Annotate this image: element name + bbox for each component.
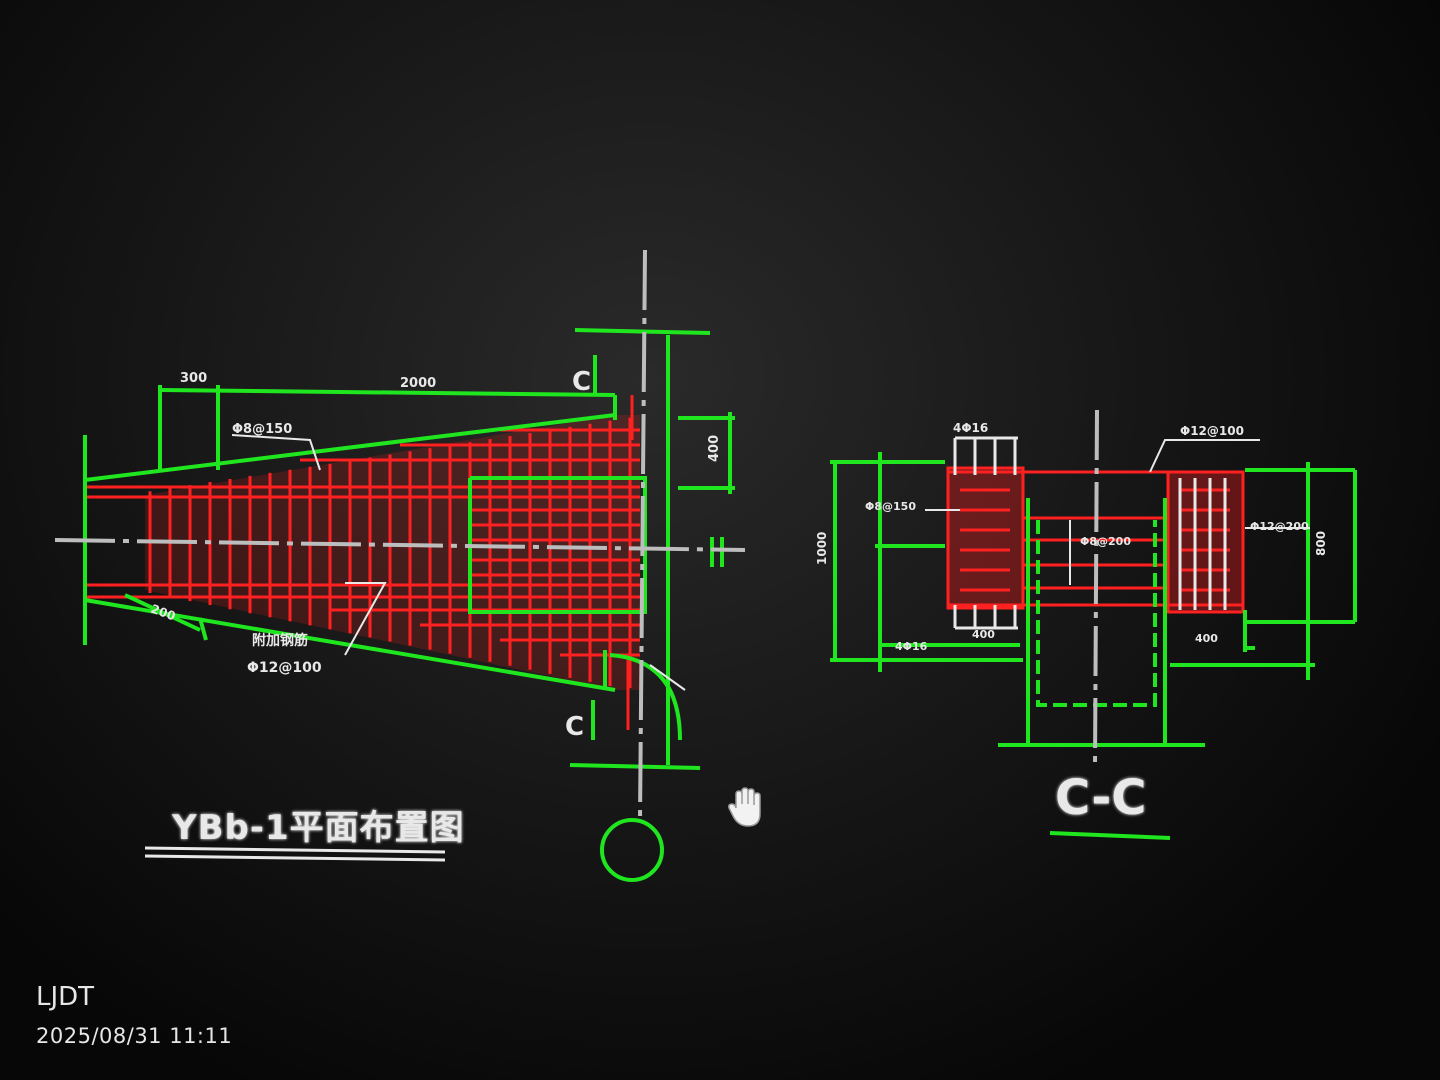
plan-dim-right: 400: [707, 435, 722, 462]
section-note-center: Φ8@200: [1080, 535, 1131, 548]
section-axis: [1093, 409, 1099, 766]
cut-label-bottom: C: [565, 712, 584, 742]
section-note-bottom-right: 400: [1195, 632, 1218, 645]
plan-drawing: 300 2000 Φ8@150 附加钢筋 Φ12@100 200 400 C C: [54, 249, 746, 882]
plan-dim-top-left: 300: [180, 371, 207, 386]
section-outline: [830, 452, 1357, 840]
cut-label-top: C: [572, 367, 591, 397]
plan-axes: [54, 249, 746, 821]
plan-note-bottom-rebar-2: Φ12@100: [247, 660, 322, 676]
photo-watermark: LJDT 2025/08/31 11:11: [36, 982, 232, 1048]
section-leaders: [925, 439, 1310, 585]
section-dim-left: 1000: [815, 532, 829, 565]
watermark-brand: LJDT: [36, 982, 95, 1012]
section-note-top-left: 4Φ16: [953, 421, 988, 435]
plan-note-edge: 200: [149, 602, 177, 624]
plan-drawing-title: YBb-1平面布置图: [172, 808, 465, 848]
section-dim-right: 800: [1314, 531, 1328, 556]
section-drawing: 4Φ16 Φ12@100 Φ8@150 Φ12@200 Φ8@200 4Φ16 …: [815, 409, 1357, 840]
plan-note-top-rebar: Φ8@150: [232, 422, 292, 437]
title-underline: [144, 846, 446, 862]
plan-dim-top-mid: 2000: [400, 376, 436, 391]
hand-cursor-icon: [728, 787, 761, 827]
section-rebar-ends: [953, 436, 1227, 630]
section-note-bottom-left: 4Φ16: [895, 640, 928, 653]
section-note-bottom-mid: 400: [972, 628, 995, 641]
section-note-right: Φ12@200: [1250, 520, 1309, 533]
axis-bubble: [600, 818, 664, 882]
section-drawing-title: C-C: [1055, 770, 1147, 826]
section-note-left: Φ8@150: [865, 500, 916, 513]
section-note-top-right: Φ12@100: [1180, 424, 1244, 438]
plan-leaders: [231, 434, 686, 691]
watermark-datetime: 2025/08/31 11:11: [36, 1024, 233, 1048]
plan-note-bottom-rebar-1: 附加钢筋: [252, 632, 308, 649]
